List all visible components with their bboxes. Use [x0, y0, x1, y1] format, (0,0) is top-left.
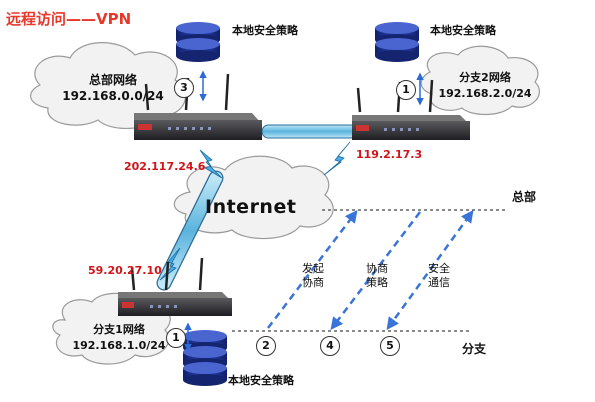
branch2-policy-db-icon [375, 22, 419, 62]
tunnel-hq-branch2 [261, 124, 358, 139]
branch2-ip: 119.2.17.3 [356, 148, 423, 161]
step-1-marker-branch2: 1 [396, 80, 416, 100]
branch1-policy-label: 本地安全策略 [228, 374, 294, 387]
internet-label: Internet [205, 196, 297, 218]
phase-secure-label: 安全 通信 [428, 262, 450, 289]
hq-lane-label: 总部 [512, 190, 537, 204]
hq-policy-label: 本地安全策略 [232, 24, 298, 37]
step-5-marker: 5 [380, 336, 400, 356]
hq-ip: 202.117.24.6 [124, 160, 206, 173]
phase-negotiate-label: 协商 策略 [366, 262, 388, 289]
hq-network-label: 总部网络 192.168.0.0/24 [48, 72, 178, 104]
branch2-policy-label: 本地安全策略 [430, 24, 496, 37]
hq-network-name: 总部网络 [88, 73, 137, 87]
branch2-network-subnet: 192.168.2.0/24 [438, 87, 532, 100]
step-2-marker: 2 [256, 336, 276, 356]
branch2-network-name: 分支2网络 [459, 71, 511, 84]
hq-network-subnet: 192.168.0.0/24 [62, 89, 164, 103]
step-4-marker: 4 [320, 336, 340, 356]
hq-policy-db-icon [176, 22, 220, 62]
link-bolt-hq [199, 149, 223, 179]
page-title: 远程访问——VPN [6, 10, 132, 28]
branch1-network-name: 分支1网络 [93, 323, 145, 336]
branch-lane-label: 分支 [462, 342, 487, 356]
branch1-router [118, 257, 232, 316]
branch1-policy-db-icon [183, 330, 227, 386]
hq-router [134, 73, 262, 140]
step-3-marker: 3 [174, 78, 194, 98]
branch1-network-subnet: 192.168.1.0/24 [72, 339, 166, 352]
phase-initiate-label: 发起 协商 [302, 262, 324, 289]
step2-arrow [267, 210, 358, 329]
branch2-network-label: 分支2网络 192.168.2.0/24 [430, 70, 540, 102]
step-1-marker-branch1: 1 [166, 328, 186, 348]
branch1-network-label: 分支1网络 192.168.1.0/24 [60, 322, 178, 354]
link-bolt-branch2 [323, 141, 351, 176]
branch1-ip: 59.20.27.10 [88, 264, 162, 277]
